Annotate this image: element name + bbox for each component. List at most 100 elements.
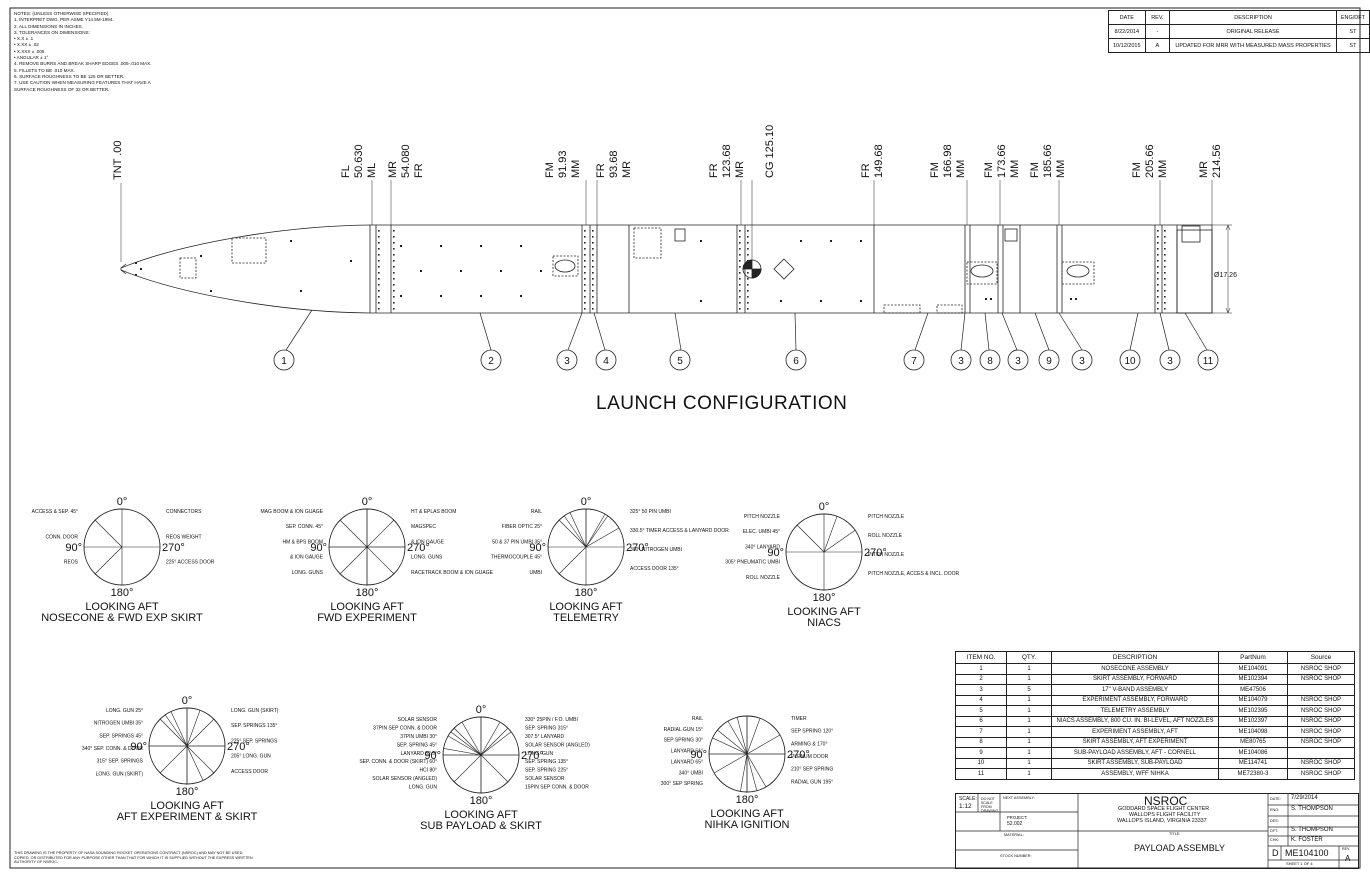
station-9193: 91.93	[557, 150, 569, 178]
diameter-label: Ø17.26	[1214, 272, 1237, 279]
no-scale-note: DO NOT SCALE FROM DRAWING	[981, 797, 999, 813]
sheet-number: SHEET 1 OF 4	[1286, 861, 1313, 866]
callout-label: 307.5° LANYARD	[525, 734, 565, 740]
bom-cell: NSROC SHOP	[1287, 663, 1355, 675]
item-balloon: 3	[950, 349, 972, 371]
angle-270: 270°	[787, 749, 810, 761]
bom-cell: ME104098	[1218, 726, 1288, 738]
callout-label: SEP SPRING 120°	[791, 729, 833, 735]
bom-cell: ME114741	[1218, 757, 1288, 769]
bom-cell: NSROC SHOP	[1287, 768, 1355, 780]
callout-label: LANYARD 51°	[671, 749, 703, 755]
rev-label: REV.	[1342, 847, 1351, 851]
callout-label: LONG. GUN	[409, 785, 437, 791]
rev-cell: ORIGINAL RELEASE	[1169, 24, 1337, 39]
bom-cell: 5	[955, 705, 1007, 717]
note-line: • X.XX ± .02	[14, 42, 39, 48]
rev-header-rev: REV.	[1144, 10, 1171, 25]
proprietary-notice: THIS DRAWING IS THE PROPERTY OF NASA SOU…	[14, 851, 253, 865]
callout-label: HCI 80°	[419, 768, 437, 774]
bom-cell: 5	[1006, 684, 1052, 696]
callout-label: 340° UMBI	[679, 770, 703, 776]
title-block: SCALE: 1:12 DO NOT SCALE FROM DRAWING NE…	[955, 793, 1359, 869]
item-balloon: 6	[785, 349, 807, 371]
callout-label: ROLL NOZZLE	[746, 575, 781, 581]
title-block-grid	[956, 794, 1358, 868]
angle-90: 90°	[65, 542, 82, 554]
balloon-number: 10	[1124, 356, 1136, 367]
view-title: LOOKING AFT	[787, 606, 861, 618]
callout-label: & ION GAUGE	[411, 539, 445, 545]
revision-table: DATE REV. DESCRIPTION ENG/DFT 8/22/2014 …	[1108, 10, 1370, 53]
bom-cell: 6	[955, 715, 1007, 727]
callout-label: 50 & 37 PIN UMBI 35°	[492, 539, 542, 545]
balloon-number: 3	[1015, 356, 1021, 367]
drawing-notes: NOTES: (UNLESS OTHERWISE SPECIFIED)1. IN…	[14, 11, 274, 93]
callout-label: SEP. CONN. 45°	[286, 524, 323, 530]
view-subtitle: FWD EXPERIMENT	[317, 612, 417, 624]
callout-label: RACETRACK BOOM & ION GUAGE	[411, 570, 494, 576]
angle-180: 180°	[176, 786, 199, 798]
bom-cell: SKIRT ASSEMBLY, AFT EXPERIMENT	[1051, 736, 1219, 748]
angle-0: 0°	[117, 496, 128, 508]
note-line: 5. FILLETS TO BE .010 MAX.	[14, 67, 75, 73]
callout-label: LONG. GUN (SKIRT)	[96, 771, 144, 777]
scale-value: 1:12	[959, 803, 972, 810]
angle-90: 90°	[130, 741, 147, 753]
bom-cell: NIACS ASSEMBLY, 800 CU. IN. BI-LEVEL, AF…	[1051, 715, 1219, 727]
bom-cell: 4	[955, 694, 1007, 706]
des-label: DES:	[1270, 819, 1279, 823]
rivet-pattern	[135, 230, 1166, 310]
angle-90: 90°	[690, 749, 707, 761]
bom-cell: 1	[1006, 757, 1052, 769]
callout-label: CONNECTORS	[166, 509, 202, 515]
balloon-number: 7	[911, 356, 917, 367]
nose-tip	[120, 263, 127, 275]
sheet-border	[9, 7, 1361, 869]
bom-cell: 9	[955, 747, 1007, 759]
polar-view: 0°90°270°180°LOOKING AFTTELEMETRYRAILFIB…	[491, 496, 729, 624]
date-label: DATE:	[1270, 797, 1281, 801]
rev-cell: -	[1144, 24, 1171, 39]
balloon-number: 8	[987, 356, 993, 367]
rev-header-desc: DESCRIPTION	[1169, 10, 1337, 25]
next-assembly-label: NEXT ASSEMBLY:	[1003, 796, 1035, 800]
callout-label: LANYARD 65°	[671, 759, 703, 765]
note-line: SURFACE ROUGHNESS OF 32 OR BETTER.	[14, 86, 110, 92]
balloon-number: 9	[1046, 356, 1052, 367]
org-name: NSROC	[1144, 794, 1188, 808]
bom-header-item: ITEM NO.	[955, 651, 1007, 664]
note-line: 7. USE CAUTION WHEN MEASURING FEATURES T…	[14, 80, 151, 86]
callout-label: HT & EPLAS BOOM	[411, 509, 456, 515]
callout-label: MAGSPEC	[411, 524, 436, 530]
bom-cell: ME102395	[1218, 705, 1288, 717]
material-label: MATERIAL:	[1004, 833, 1024, 837]
callout-label: 225° ACCESS DOOR	[166, 560, 215, 566]
bom-cell: 1	[1006, 705, 1052, 717]
bom-cell: 1	[1006, 715, 1052, 727]
callout-label: RAIL	[531, 509, 542, 515]
callout-label: 330° 25PIN / F.O. UMBI	[525, 717, 578, 723]
bom-cell	[1287, 684, 1355, 696]
item-balloon: 1	[273, 349, 295, 371]
callout-label: RADIAL GUN 195°	[791, 779, 833, 785]
station-14968: 149.68	[873, 144, 885, 178]
callout-label: LONG. GUN	[525, 751, 553, 757]
callout-label: 315° SEP. SPRINGS	[97, 759, 144, 765]
angle-270: 270°	[864, 547, 887, 559]
bom-cell: SKIRT ASSEMBLY, FORWARD	[1051, 673, 1219, 685]
station-9368: 93.68	[608, 150, 620, 178]
callout-label: LANYARD 52.5°	[401, 751, 437, 757]
rev-cell: ST	[1335, 24, 1370, 39]
note-line: 3. TOLERANCES ON DIMENSIONS:	[14, 29, 90, 35]
angle-90: 90°	[424, 750, 441, 762]
rev-row: 10/12/2015 A UPDATED FOR MRR WITH MEASUR…	[1108, 38, 1370, 53]
callout-label: PITCH NOZZLE	[868, 514, 905, 520]
view-title: LOOKING AFT	[710, 808, 784, 820]
angle-270: 270°	[521, 750, 544, 762]
